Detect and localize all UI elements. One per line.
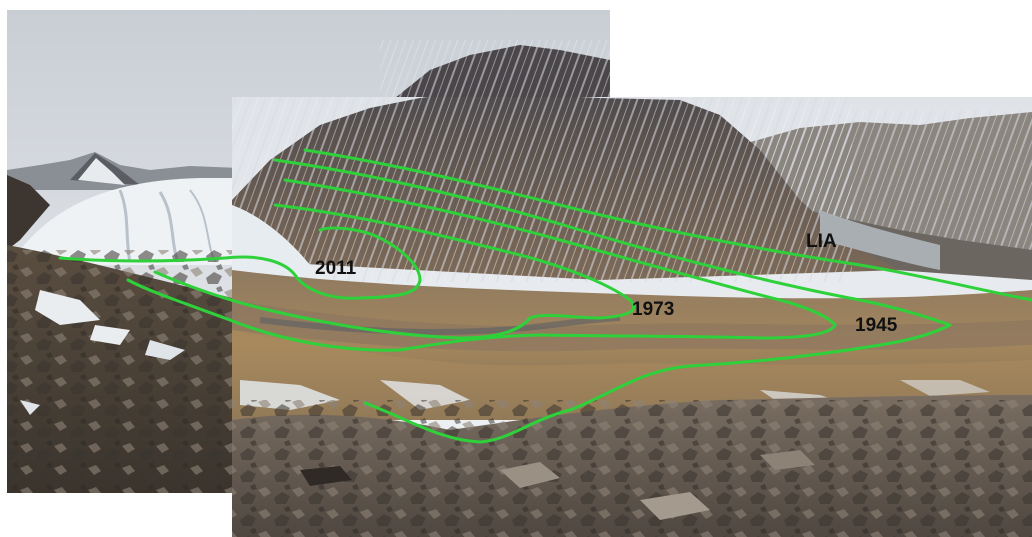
label-1945: 1945 [855,315,898,336]
label-1973: 1973 [632,299,675,320]
outline-2011 [58,226,422,300]
label-2011: 2011 [315,258,357,279]
outline-lia-lower [273,158,952,444]
outline-1973 [153,203,636,340]
outline-lia [303,148,1032,302]
label-lia: LIA [806,231,837,252]
glacier-outlines [58,148,1032,444]
right-photo [232,97,1032,537]
outline-1945 [126,178,837,352]
